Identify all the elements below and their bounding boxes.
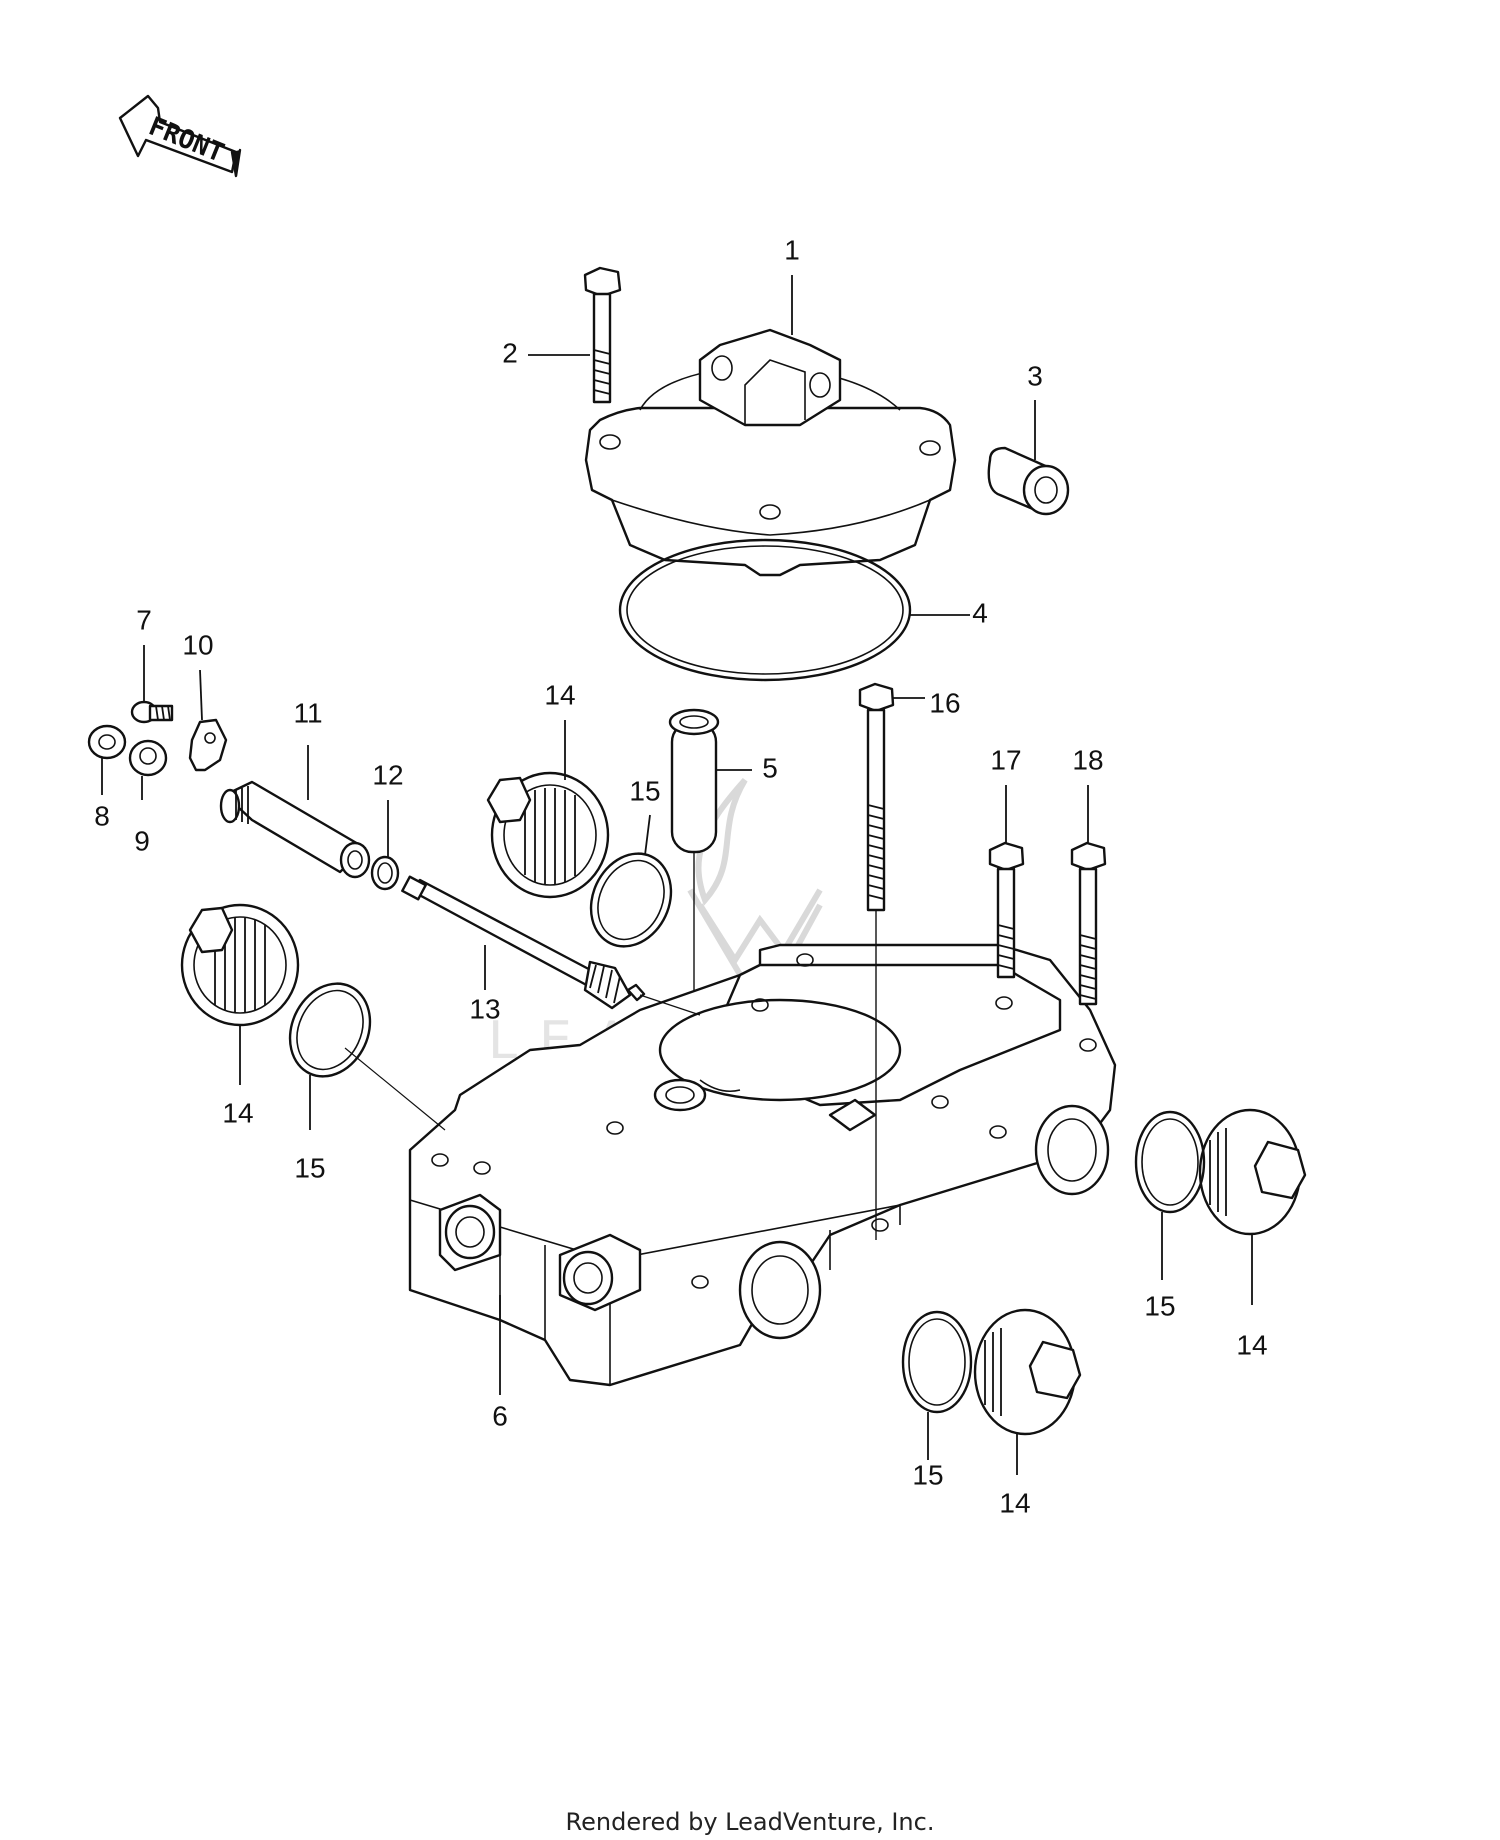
part-14-plug-c [1198,1108,1307,1236]
callout-6: 6 [492,1400,508,1431]
part-18-bolt [1070,841,1107,1006]
callout-15d: 15 [912,1459,943,1490]
callout-3: 3 [1027,360,1043,391]
part-16-bolt [858,682,895,1240]
callout-14d: 14 [999,1487,1030,1518]
part-15-o-ring-b [288,982,372,1078]
part-17-bolt [988,841,1025,979]
part-8-washer [87,724,127,760]
footer-credit: Rendered by LeadVenture, Inc. [565,1808,935,1836]
part-12-o-ring [370,855,400,891]
part-6-housing [408,943,1117,1387]
part-9-nut [128,739,168,777]
callout-15c: 15 [1144,1290,1175,1321]
callout-7: 7 [136,604,152,635]
part-3-sleeve [987,446,1070,516]
callout-16: 16 [929,687,960,718]
part-13-gear-shaft [401,875,646,1010]
callout-1: 1 [784,234,800,265]
part-7-screw [130,700,174,724]
part-15-o-ring-a [589,852,673,948]
callout-18: 18 [1072,744,1103,775]
callout-13: 13 [469,993,500,1024]
part-11-sleeve [219,780,371,879]
part-2-bolt [583,266,622,404]
part-14-plug-d [973,1308,1082,1436]
part-14-plug-a [486,771,610,899]
callout-15a: 15 [629,775,660,806]
callout-15b: 15 [294,1152,325,1183]
callout-9: 9 [134,825,150,856]
callout-14b: 14 [222,1097,253,1128]
part-5-strainer [668,708,720,1080]
front-arrow-icon: FRONT [118,94,242,178]
callout-12: 12 [372,759,403,790]
leader-lines [101,275,1253,1475]
callout-14c: 14 [1236,1329,1267,1360]
callout-4: 4 [972,597,988,628]
callout-2: 2 [502,337,518,368]
callout-5: 5 [762,752,778,783]
part-10-plate [188,718,228,772]
callout-17: 17 [990,744,1021,775]
part-15-o-ring-c [1134,1110,1206,1214]
part-1-cover [584,328,957,577]
front-label: FRONT [144,112,228,169]
part-15-o-ring-d [901,1310,973,1414]
callout-14a: 14 [544,679,575,710]
part-14-plug-b [180,903,300,1027]
callout-8: 8 [94,800,110,831]
part-4-o-ring [618,538,912,682]
callout-10: 10 [182,629,213,660]
callout-11: 11 [293,697,322,728]
